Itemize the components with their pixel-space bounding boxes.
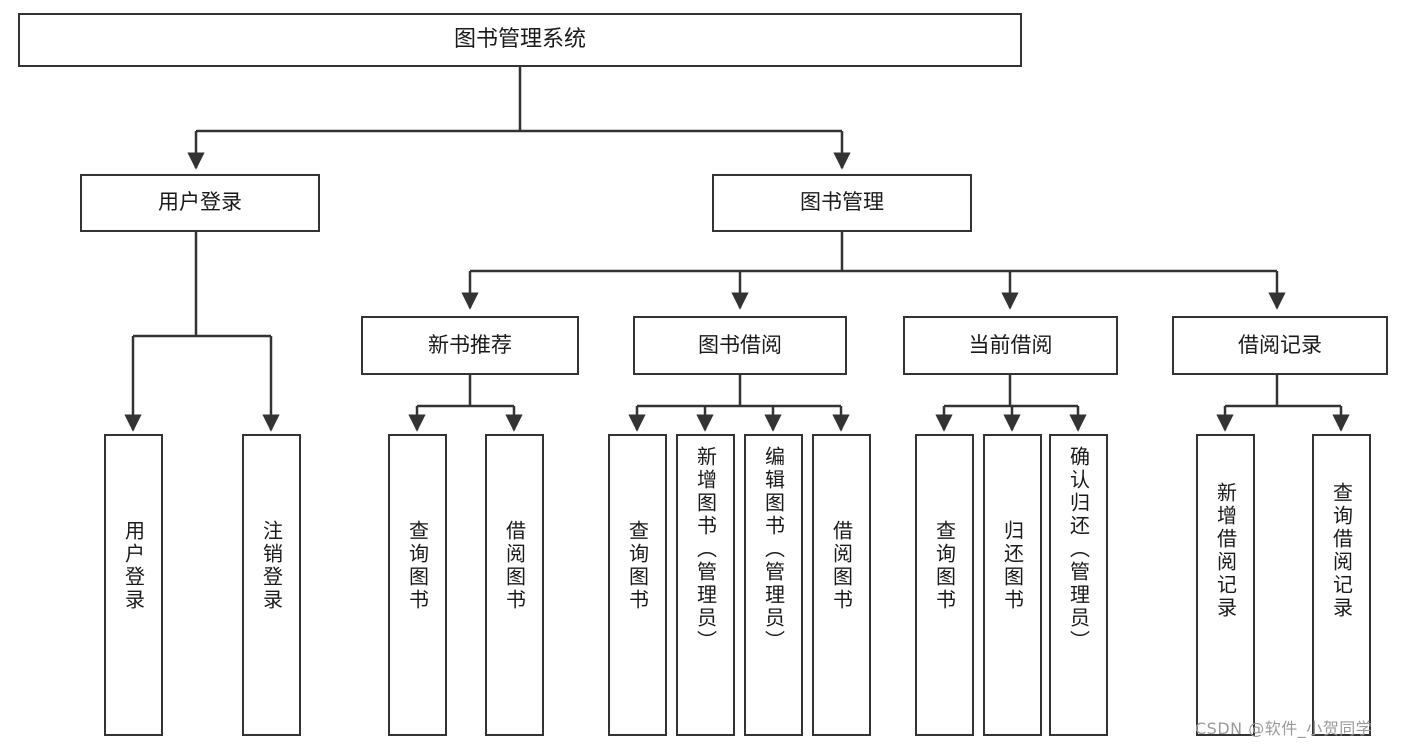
node-new-book-recommend[interactable]: 新书推荐 <box>361 316 579 375</box>
leaf-logout[interactable]: 注销登录 <box>242 434 301 736</box>
leaf-query-borrow-record[interactable]: 查询借阅记录 <box>1312 434 1371 736</box>
node-current-borrow-label: 当前借阅 <box>968 332 1053 357</box>
leaf-confirm-return-admin-label: 确认归还（管理员） <box>1066 446 1091 653</box>
leaf-edit-book-admin[interactable]: 编辑图书（管理员） <box>744 434 803 736</box>
leaf-user-login[interactable]: 用户登录 <box>104 434 163 736</box>
leaf-logout-label: 注销登录 <box>259 520 284 612</box>
leaf-add-borrow-record-label: 新增借阅记录 <box>1213 482 1238 620</box>
leaf-query-book-current-label: 查询图书 <box>932 520 957 612</box>
node-user-login[interactable]: 用户登录 <box>80 174 320 232</box>
node-book-management-label: 图书管理 <box>800 190 884 215</box>
leaf-add-book-admin[interactable]: 新增图书（管理员） <box>676 434 735 736</box>
node-book-borrow[interactable]: 图书借阅 <box>633 316 847 375</box>
watermark-credit: CSDN @软件_小贺同学 <box>1195 719 1373 738</box>
leaf-borrow-book-recommend-label: 借阅图书 <box>502 520 527 612</box>
leaf-borrow-book-borrow[interactable]: 借阅图书 <box>812 434 871 736</box>
node-borrow-record-label: 借阅记录 <box>1238 332 1322 357</box>
leaf-borrow-book-recommend[interactable]: 借阅图书 <box>485 434 544 736</box>
node-current-borrow[interactable]: 当前借阅 <box>903 316 1118 375</box>
node-root-label: 图书管理系统 <box>453 26 586 52</box>
node-user-login-label: 用户登录 <box>158 190 242 215</box>
leaf-query-book-borrow-label: 查询图书 <box>625 520 650 612</box>
leaf-user-login-label: 用户登录 <box>121 520 146 612</box>
node-root-library-system[interactable]: 图书管理系统 <box>18 13 1022 67</box>
node-new-book-recommend-label: 新书推荐 <box>428 332 512 357</box>
leaf-query-borrow-record-label: 查询借阅记录 <box>1329 482 1354 620</box>
leaf-add-borrow-record[interactable]: 新增借阅记录 <box>1196 434 1255 736</box>
leaf-edit-book-admin-label: 编辑图书（管理员） <box>761 446 786 653</box>
leaf-query-book-borrow[interactable]: 查询图书 <box>608 434 667 736</box>
leaf-query-book-recommend-label: 查询图书 <box>405 520 430 612</box>
leaf-return-book[interactable]: 归还图书 <box>983 434 1042 736</box>
node-book-borrow-label: 图书借阅 <box>698 332 782 357</box>
leaf-borrow-book-borrow-label: 借阅图书 <box>829 520 854 612</box>
node-borrow-record[interactable]: 借阅记录 <box>1172 316 1388 375</box>
node-book-management[interactable]: 图书管理 <box>712 174 972 232</box>
leaf-add-book-admin-label: 新增图书（管理员） <box>693 446 718 653</box>
leaf-query-book-recommend[interactable]: 查询图书 <box>388 434 447 736</box>
leaf-query-book-current[interactable]: 查询图书 <box>915 434 974 736</box>
leaf-confirm-return-admin[interactable]: 确认归还（管理员） <box>1049 434 1108 736</box>
leaf-return-book-label: 归还图书 <box>1000 520 1025 612</box>
